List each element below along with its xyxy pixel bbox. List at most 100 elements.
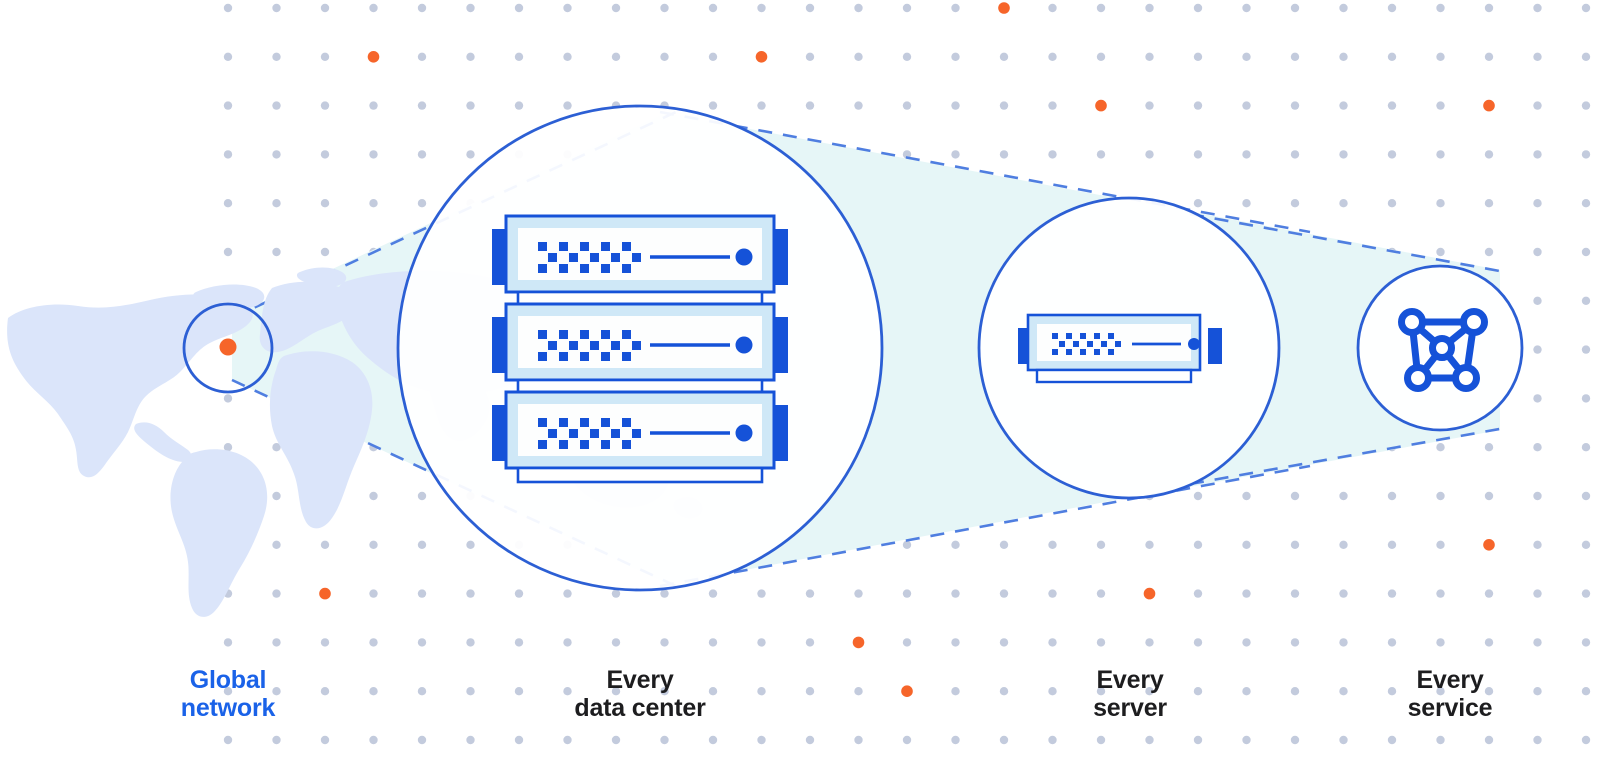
grid-dot	[1290, 687, 1300, 696]
grid-dot	[1193, 540, 1203, 549]
grid-dot	[272, 101, 281, 110]
grid-dot	[611, 589, 621, 598]
grid-dot	[369, 687, 378, 696]
grid-dot	[902, 589, 912, 598]
grid-dot	[1387, 540, 1397, 549]
grid-dot	[1193, 150, 1203, 159]
grid-dot	[272, 540, 281, 549]
grid-dot	[951, 150, 960, 159]
grid-dot	[223, 101, 233, 110]
grid-dot	[1387, 687, 1397, 696]
grid-dot	[1436, 199, 1445, 208]
grid-dot	[1387, 150, 1397, 159]
grid-dot	[1339, 52, 1348, 61]
grid-dot	[272, 443, 281, 452]
grid-dot	[1096, 540, 1106, 549]
grid-dot	[514, 3, 524, 13]
grid-dot	[854, 687, 863, 696]
grid-dot	[369, 735, 378, 745]
vent-dots-1	[538, 242, 641, 273]
grid-dot	[466, 101, 475, 110]
grid-dot	[563, 3, 572, 13]
grid-dot	[757, 3, 766, 13]
grid-dot	[563, 687, 572, 696]
grid-dot	[1145, 540, 1154, 549]
grid-dot	[1193, 638, 1203, 647]
grid-dot	[1290, 735, 1300, 745]
grid-dot	[369, 540, 378, 549]
grid-dot	[999, 687, 1009, 696]
grid-dot	[1484, 52, 1494, 61]
grid-dot	[320, 101, 330, 110]
grid-dot	[1242, 3, 1251, 13]
grid-dot	[902, 52, 912, 61]
grid-dot	[854, 735, 863, 745]
grid-dot	[1533, 296, 1542, 305]
grid-dot-accent	[852, 636, 865, 649]
grid-dot	[660, 735, 669, 745]
grid-dot	[1048, 638, 1057, 647]
grid-dot	[320, 687, 330, 696]
grid-dot	[708, 3, 718, 13]
grid-dot	[1484, 589, 1494, 598]
grid-dot	[1145, 150, 1154, 159]
grid-dot	[1436, 687, 1445, 696]
grid-dot	[417, 150, 427, 159]
grid-dot	[1048, 735, 1057, 745]
grid-dot	[951, 101, 960, 110]
grid-dot	[1193, 589, 1203, 598]
mesh-network-nodes	[1398, 308, 1488, 392]
grid-dot	[1533, 443, 1542, 452]
grid-dot	[999, 638, 1009, 647]
grid-dot	[951, 638, 960, 647]
grid-dot	[223, 687, 233, 696]
dashed-guide-bottom-2	[659, 464, 1311, 588]
grid-dot	[1242, 52, 1251, 61]
grid-dot	[1484, 491, 1494, 501]
grid-dot	[272, 150, 281, 159]
grid-dot	[902, 638, 912, 647]
grid-dot	[951, 589, 960, 598]
grid-dot	[1339, 735, 1348, 745]
grid-dot	[1387, 589, 1397, 598]
grid-dot-accent	[367, 51, 380, 63]
grid-dot	[902, 3, 912, 13]
grid-dot	[417, 52, 427, 61]
grid-dot	[805, 735, 815, 745]
grid-dot	[1193, 199, 1203, 208]
grid-dot	[417, 3, 427, 13]
grid-dot	[1533, 345, 1542, 354]
grid-dot	[272, 491, 281, 501]
grid-dot	[1242, 735, 1251, 745]
grid-dot	[854, 52, 863, 61]
grid-dot	[272, 3, 281, 13]
grid-dot	[1484, 3, 1494, 13]
grid-dot	[1387, 735, 1397, 745]
grid-dot	[320, 150, 330, 159]
grid-dot	[223, 247, 233, 257]
grid-dot	[369, 3, 378, 13]
grid-dot	[369, 589, 378, 598]
grid-dot	[708, 735, 718, 745]
grid-dot	[1533, 540, 1542, 549]
grid-dot	[1484, 638, 1494, 647]
grid-dot	[417, 199, 427, 208]
grid-dot	[466, 638, 475, 647]
grid-dot	[320, 247, 330, 257]
grid-dot-accent	[1143, 587, 1156, 600]
grid-dot	[999, 150, 1009, 159]
grid-dot	[1484, 735, 1494, 745]
rack-unit-3	[492, 390, 788, 484]
grid-dot	[1533, 150, 1542, 159]
grid-dot	[417, 687, 427, 696]
grid-dot	[951, 735, 960, 745]
grid-dot	[1193, 735, 1203, 745]
grid-dot	[1387, 638, 1397, 647]
grid-dot	[1387, 491, 1397, 501]
grid-dot	[514, 638, 524, 647]
grid-dot	[1242, 638, 1251, 647]
grid-dot	[563, 735, 572, 745]
grid-dot	[805, 589, 815, 598]
grid-dot	[1145, 101, 1154, 110]
